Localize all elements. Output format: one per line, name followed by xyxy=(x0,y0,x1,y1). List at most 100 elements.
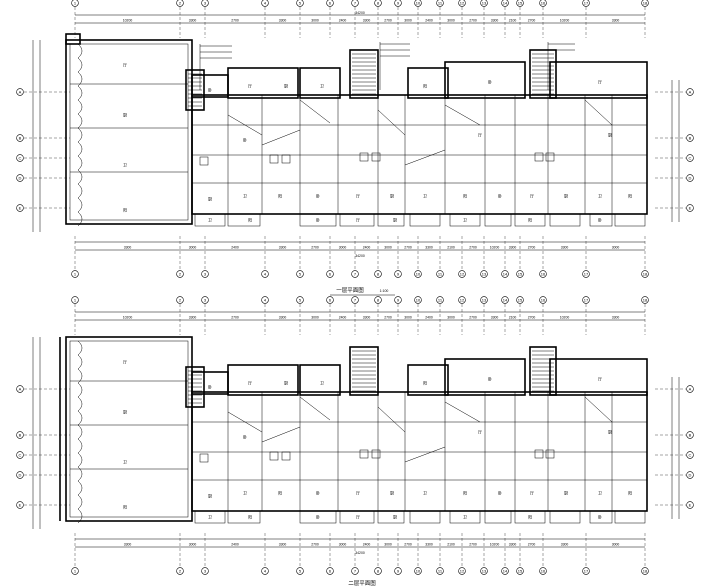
circulation-line xyxy=(299,396,331,421)
axis-bubble: 7 xyxy=(351,270,359,278)
balcony xyxy=(514,213,546,227)
axis-bubble-label: 17 xyxy=(584,272,589,277)
axis-bubble: 17 xyxy=(582,567,590,575)
dimension-text: 3300 xyxy=(363,19,371,23)
floor-plan-bottom: 1122334455667788991010111112121313141415… xyxy=(16,296,694,575)
axis-bubble-circle xyxy=(480,296,488,304)
room-label: 厨 xyxy=(123,112,127,118)
room-label: 阳 xyxy=(528,514,532,520)
axis-bubble: 4 xyxy=(261,270,269,278)
axis-bubble: 5 xyxy=(296,270,304,278)
axis-bubble-label: 1 xyxy=(74,569,77,574)
axis-bubble-label: 18 xyxy=(643,569,648,574)
axis-bubble: 7 xyxy=(351,567,359,575)
axis-bubble-label: 16 xyxy=(541,272,546,277)
axis-bubble-circle xyxy=(16,451,24,459)
room-label: 阳 xyxy=(463,490,467,496)
axis-bubble-label: E xyxy=(689,206,692,211)
dimension-text: 3000 xyxy=(189,543,197,547)
axis-bubble-label: 18 xyxy=(643,298,648,303)
axis-bubble: 3 xyxy=(201,0,209,7)
axis-bubble-label: 16 xyxy=(541,298,546,303)
shop-inner xyxy=(69,43,189,221)
axis-bubble: 8 xyxy=(374,567,382,575)
axis-bubble: 1 xyxy=(71,567,79,575)
balcony xyxy=(484,510,512,524)
axis-bubble-circle xyxy=(394,567,402,575)
room-label: 卫 xyxy=(243,491,247,496)
axis-bubble-circle xyxy=(326,0,334,7)
axis-bubble-circle xyxy=(436,0,444,7)
axis-bubble-circle xyxy=(686,174,694,182)
axis-bubble-circle xyxy=(686,451,694,459)
room-label: 厅 xyxy=(598,80,602,85)
circulation-line xyxy=(261,129,301,146)
axis-bubble: 13 xyxy=(480,270,488,278)
circulation-line xyxy=(377,109,406,136)
axis-bubble-circle xyxy=(458,296,466,304)
axis-bubble: 2 xyxy=(176,0,184,7)
axis-bubble-circle xyxy=(501,0,509,7)
axis-bubble-label: 9 xyxy=(397,272,400,277)
axis-bubble-label: 10 xyxy=(416,298,421,303)
axis-bubble-label: 8 xyxy=(377,1,380,6)
axis-bubble-label: C xyxy=(689,453,692,458)
dimension-text: 3300 xyxy=(425,246,433,250)
axis-bubble-circle xyxy=(374,296,382,304)
axis-bubble: 14 xyxy=(501,296,509,304)
room-label: 厅 xyxy=(530,194,534,199)
shop-block xyxy=(65,39,193,225)
stair-core xyxy=(529,346,557,396)
axis-bubble: 15 xyxy=(516,0,524,7)
balcony xyxy=(377,510,405,524)
dimension-total: 34200 xyxy=(355,551,365,555)
axis-bubble-circle xyxy=(326,296,334,304)
room-label: 阳 xyxy=(123,207,127,213)
residential-outline xyxy=(191,391,648,512)
dimension-text: 2700 xyxy=(528,246,536,250)
axis-bubble: 17 xyxy=(582,0,590,7)
axis-bubble-label: 1 xyxy=(74,298,77,303)
room-label: 厨 xyxy=(393,514,397,520)
axis-bubble-label: 5 xyxy=(299,298,302,303)
axis-bubble-circle xyxy=(326,270,334,278)
axis-bubble-circle xyxy=(16,385,24,393)
axis-bubble-circle xyxy=(641,0,649,7)
axis-bubble-label: 10 xyxy=(416,569,421,574)
axis-bubble-circle xyxy=(394,296,402,304)
dimension-text: 2700 xyxy=(311,543,319,547)
room-label: 阳 xyxy=(423,380,427,386)
axis-bubble-label: 2 xyxy=(179,1,182,6)
dimension-text: 3300 xyxy=(279,316,287,320)
balcony xyxy=(449,213,481,227)
axis-bubble: 13 xyxy=(480,567,488,575)
fixture xyxy=(359,449,369,459)
axis-bubble-label: B xyxy=(689,136,692,141)
axis-bubble-circle xyxy=(516,296,524,304)
axis-bubble-label: 11 xyxy=(438,569,443,574)
room-label: 厨 xyxy=(390,193,394,199)
axis-bubble: 16 xyxy=(539,296,547,304)
fixture xyxy=(545,152,555,162)
room-label: 阳 xyxy=(248,217,252,223)
axis-bubble-circle xyxy=(641,296,649,304)
axis-bubble: B xyxy=(16,431,24,439)
axis-bubble-circle xyxy=(16,471,24,479)
axis-bubble: 8 xyxy=(374,296,382,304)
axis-bubble-circle xyxy=(539,296,547,304)
balcony xyxy=(589,510,613,524)
room-label: 卫 xyxy=(598,194,602,199)
dimension-text: 2700 xyxy=(469,19,477,23)
room-label: 厅 xyxy=(123,360,127,365)
dimension-text: 3300 xyxy=(189,19,197,23)
axis-bubble-label: 12 xyxy=(460,1,465,6)
dimension-text: 3300 xyxy=(561,246,569,250)
dimension-text: 3000 xyxy=(404,316,412,320)
axis-bubble: A xyxy=(16,88,24,96)
room-label: 卫 xyxy=(463,218,467,223)
axis-bubble-label: 14 xyxy=(503,569,508,574)
axis-bubble: 9 xyxy=(394,270,402,278)
axis-bubble: 5 xyxy=(296,0,304,7)
balcony xyxy=(227,213,261,227)
balcony xyxy=(299,510,337,524)
